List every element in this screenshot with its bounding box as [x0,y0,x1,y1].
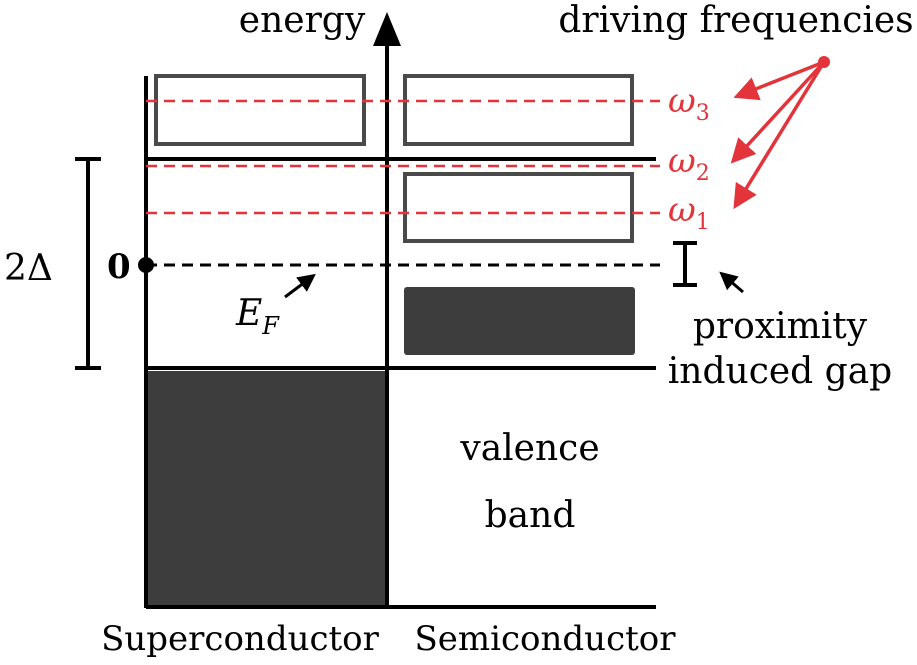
driving-arrow-omega1 [733,61,826,210]
omega3-label: ω3 [668,81,710,126]
omega2-symbol: ω [668,141,696,181]
omega3-symbol: ω [668,81,696,121]
fermi-subscript: F [261,312,280,340]
valence-label-line1: valence [459,428,599,469]
valence-label-line2: band [485,495,576,536]
proximity-label-line1: proximity [693,306,868,347]
zero-energy-dot [138,257,154,273]
semiconductor-middle-state [403,172,634,243]
fermi-symbol: E [235,293,262,334]
fermi-arrow [284,273,316,299]
proximity-arrow [719,271,744,294]
omega2-label: ω2 [668,141,710,186]
driving-frequencies-label: driving frequencies [558,0,913,41]
omega3-subscript: 3 [696,101,710,126]
semiconductor-filled-state [404,287,635,355]
energy-label: energy [239,0,366,41]
driving-arrow-omega3 [733,60,825,101]
two-delta-label: 2Δ [4,248,53,289]
superconductor-filled-band [148,371,386,605]
energy-axis-arrowhead [373,12,401,46]
omega1-subscript: 1 [696,210,710,235]
driving-arrow-omega2 [730,60,826,164]
semiconductor-upper-state [403,74,634,146]
superconductor-label: Superconductor [101,619,380,659]
omega2-subscript: 2 [696,161,710,186]
proximity-label-line2: induced gap [668,351,892,392]
omega1-label: ω1 [668,190,710,235]
omega1-symbol: ω [668,190,696,230]
fermi-label: EF [235,293,280,340]
semiconductor-label: Semiconductor [414,619,676,659]
superconductor-upper-state [154,74,366,146]
zero-label: 0 [107,247,131,287]
